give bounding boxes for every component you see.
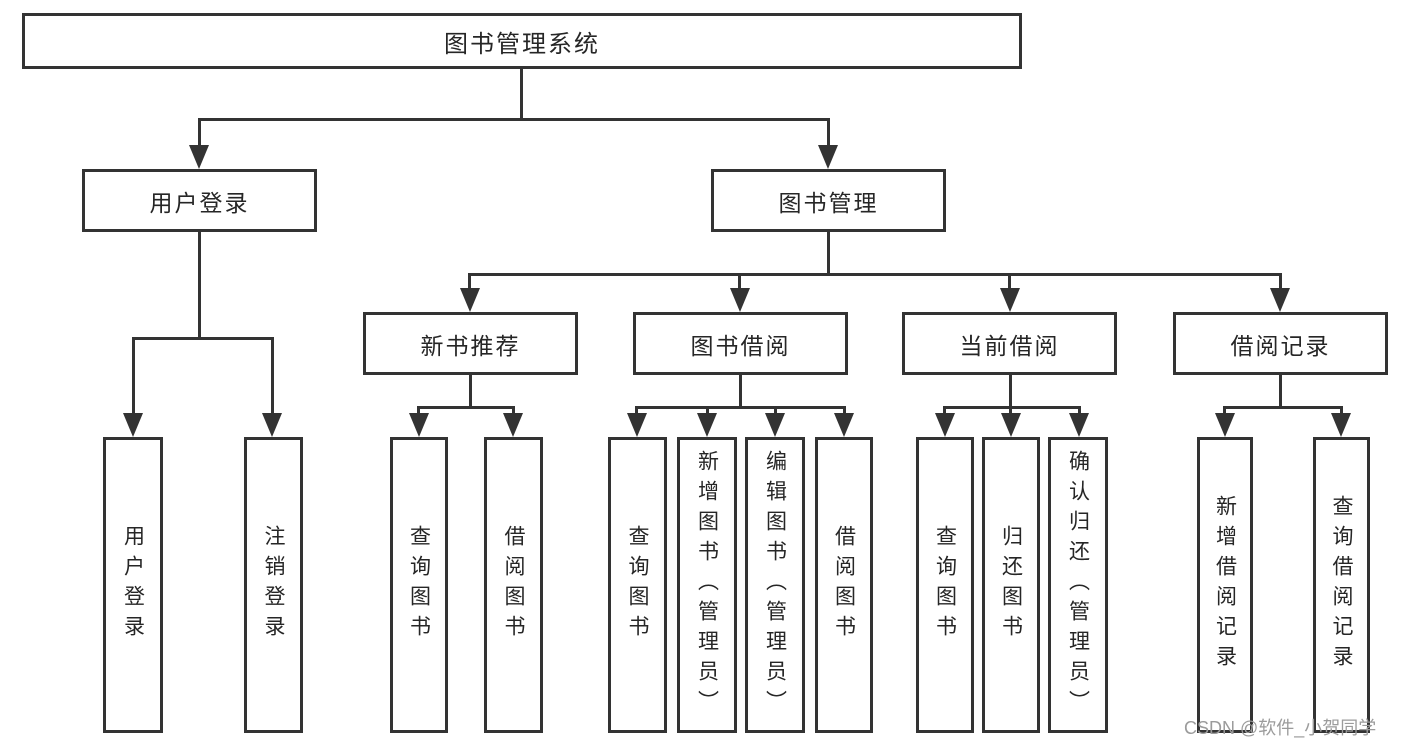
leaf-label: 查询图书 bbox=[407, 525, 431, 645]
arrowhead-icon bbox=[1270, 288, 1290, 312]
leaf-label: 新增图书（管理员） bbox=[695, 450, 719, 720]
connector-new-rec-stem bbox=[469, 375, 472, 406]
leaf-query-books: 查询图书 bbox=[608, 437, 667, 733]
leaf-label: 编辑图书（管理员） bbox=[763, 450, 787, 720]
leaf-user-login: 用户登录 bbox=[103, 437, 163, 733]
node-borrowing-records: 借阅记录 bbox=[1173, 312, 1388, 375]
connector-records-rail bbox=[1223, 406, 1343, 409]
leaf-query-borrow-record: 查询借阅记录 bbox=[1313, 437, 1370, 733]
connector-new-rec-rail bbox=[417, 406, 515, 409]
connector-drop-new-rec bbox=[468, 273, 471, 290]
leaf-return-books: 归还图书 bbox=[982, 437, 1040, 733]
connector-book-borrow-rail bbox=[635, 406, 846, 409]
arrowhead-icon bbox=[1069, 413, 1089, 437]
connector-drop-book-mgmt bbox=[827, 118, 830, 147]
arrowhead-icon bbox=[1000, 288, 1020, 312]
connector-drop bbox=[1009, 406, 1012, 415]
leaf-label: 借阅图书 bbox=[832, 525, 856, 645]
connector-book-borrow-stem bbox=[739, 375, 742, 406]
leaf-logout: 注销登录 bbox=[244, 437, 303, 733]
connector-drop bbox=[512, 406, 515, 415]
arrowhead-icon bbox=[1001, 413, 1021, 437]
connector-book-mgmt-rail bbox=[468, 273, 1282, 276]
connector-drop-book-borrow bbox=[738, 273, 741, 290]
arrowhead-icon bbox=[697, 413, 717, 437]
leaf-label: 确认归还（管理员） bbox=[1066, 450, 1090, 720]
leaf-label: 新增借阅记录 bbox=[1213, 495, 1237, 675]
leaf-confirm-return-admin: 确认归还（管理员） bbox=[1048, 437, 1108, 733]
node-book-management: 图书管理 bbox=[711, 169, 946, 232]
connector-drop-current-borrow bbox=[1008, 273, 1011, 290]
arrowhead-icon bbox=[834, 413, 854, 437]
connector-drop-borrow-records bbox=[1279, 273, 1282, 290]
csdn-watermark: CSDN @软件_小贺同学 bbox=[1184, 718, 1377, 738]
connector-drop-logout-leaf bbox=[271, 337, 274, 415]
arrowhead-icon bbox=[1215, 413, 1235, 437]
leaf-add-books-admin: 新增图书（管理员） bbox=[677, 437, 737, 733]
arrowhead-icon bbox=[1331, 413, 1351, 437]
leaf-query-books-rec: 查询图书 bbox=[390, 437, 448, 733]
arrowhead-icon bbox=[627, 413, 647, 437]
leaf-query-books-current: 查询图书 bbox=[916, 437, 974, 733]
connector-drop bbox=[1223, 406, 1226, 415]
connector-drop bbox=[635, 406, 638, 415]
leaf-borrow-books: 借阅图书 bbox=[815, 437, 873, 733]
node-book-borrowing: 图书借阅 bbox=[633, 312, 848, 375]
connector-drop bbox=[706, 406, 709, 415]
node-current-borrowing: 当前借阅 bbox=[902, 312, 1117, 375]
leaf-label: 查询图书 bbox=[626, 525, 649, 645]
arrowhead-icon bbox=[765, 413, 785, 437]
node-user-login-group: 用户登录 bbox=[82, 169, 317, 232]
arrowhead-icon bbox=[818, 145, 838, 169]
leaf-edit-books-admin: 编辑图书（管理员） bbox=[745, 437, 805, 733]
leaf-label: 查询图书 bbox=[933, 525, 957, 645]
node-new-book-recommend: 新书推荐 bbox=[363, 312, 578, 375]
arrowhead-icon bbox=[460, 288, 480, 312]
connector-drop bbox=[1078, 406, 1081, 415]
connector-drop-user-login bbox=[198, 118, 201, 147]
leaf-borrow-books-rec: 借阅图书 bbox=[484, 437, 543, 733]
leaf-label: 借阅图书 bbox=[502, 525, 525, 645]
connector-current-stem bbox=[1009, 375, 1012, 406]
connector-records-stem bbox=[1279, 375, 1282, 406]
connector-current-rail bbox=[943, 406, 1081, 409]
connector-drop bbox=[843, 406, 846, 415]
leaf-label: 查询借阅记录 bbox=[1330, 495, 1353, 675]
arrowhead-icon bbox=[262, 413, 282, 437]
arrowhead-icon bbox=[189, 145, 209, 169]
leaf-label: 归还图书 bbox=[999, 525, 1023, 645]
arrowhead-icon bbox=[503, 413, 523, 437]
arrowhead-icon bbox=[409, 413, 429, 437]
leaf-add-borrow-record: 新增借阅记录 bbox=[1197, 437, 1253, 733]
arrowhead-icon bbox=[730, 288, 750, 312]
connector-user-login-rail bbox=[132, 337, 274, 340]
connector-drop bbox=[1340, 406, 1343, 415]
node-library-management-system: 图书管理系统 bbox=[22, 13, 1022, 69]
leaf-label: 用户登录 bbox=[121, 525, 145, 645]
connector-book-mgmt-stem bbox=[827, 232, 830, 273]
connector-root-rail bbox=[198, 118, 830, 121]
connector-root-stem bbox=[520, 69, 523, 118]
connector-drop bbox=[774, 406, 777, 415]
connector-drop bbox=[417, 406, 420, 415]
arrowhead-icon bbox=[935, 413, 955, 437]
leaf-label: 注销登录 bbox=[262, 525, 285, 645]
arrowhead-icon bbox=[123, 413, 143, 437]
connector-drop-login-leaf bbox=[132, 337, 135, 415]
connector-drop bbox=[943, 406, 946, 415]
connector-user-login-stem bbox=[198, 232, 201, 337]
